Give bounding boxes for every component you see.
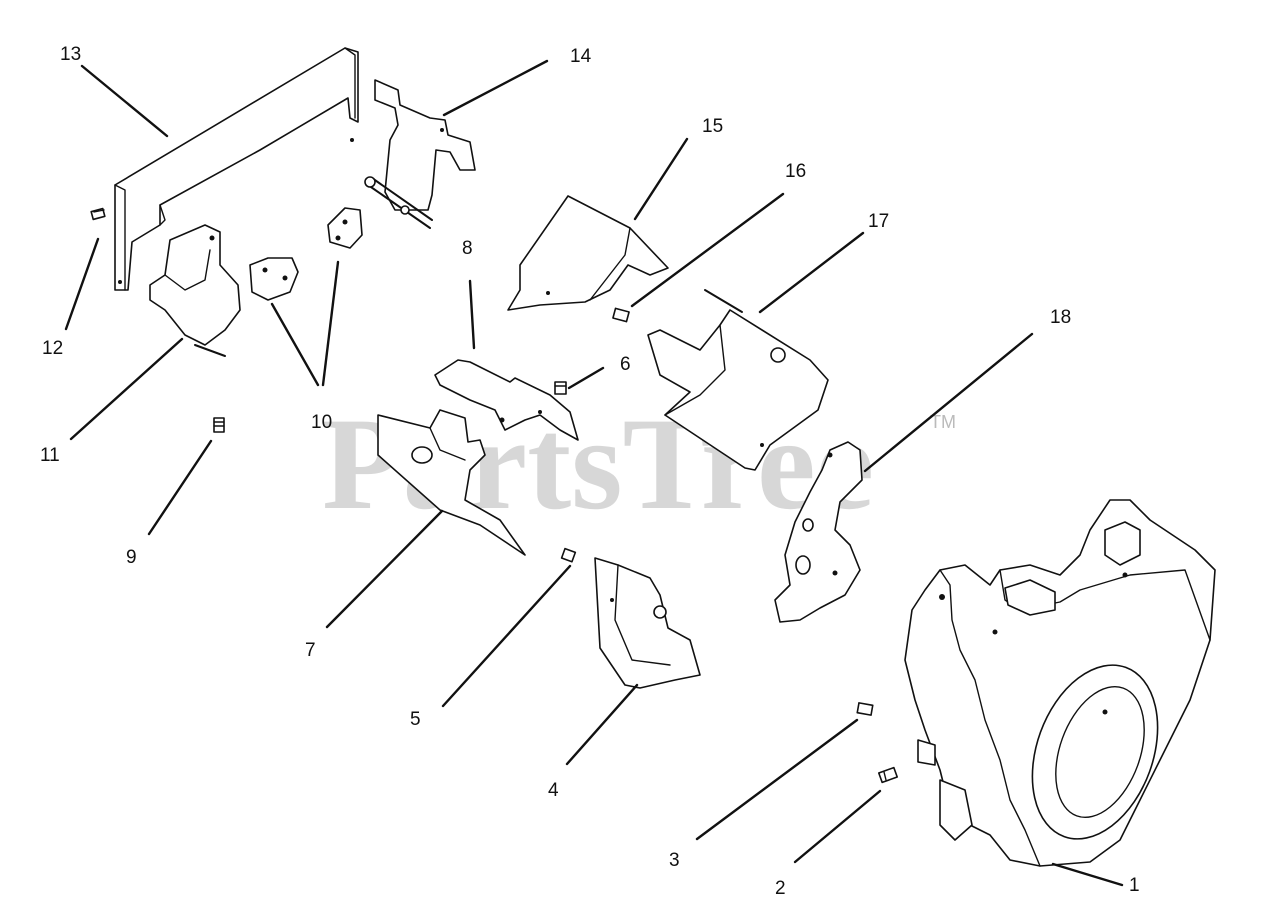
part-2-screw[interactable] xyxy=(877,766,899,784)
part-12-screw[interactable] xyxy=(90,207,106,221)
part-1-blower-housing[interactable] xyxy=(904,499,1216,867)
callout-11: 11 xyxy=(40,445,60,466)
callout-15: 15 xyxy=(702,116,723,137)
callout-3: 3 xyxy=(669,850,680,871)
part-16-screw[interactable] xyxy=(612,307,630,323)
callout-8: 8 xyxy=(462,238,473,259)
leader-lines xyxy=(64,59,1124,887)
callout-4: 4 xyxy=(548,780,559,801)
callout-1: 1 xyxy=(1129,875,1140,896)
trademark-symbol: TM xyxy=(930,412,956,432)
callout-7: 7 xyxy=(305,640,316,661)
part-11-bracket[interactable] xyxy=(149,224,241,357)
part-15-shroud[interactable] xyxy=(507,195,669,311)
part-3-screw[interactable] xyxy=(856,702,874,716)
callout-2: 2 xyxy=(775,878,786,899)
callout-5: 5 xyxy=(410,709,421,730)
callout-10: 10 xyxy=(311,412,332,433)
part-6-screw[interactable] xyxy=(554,381,567,395)
part-5-screw[interactable] xyxy=(560,547,577,563)
part-10-plate-left[interactable] xyxy=(249,257,299,301)
callout-labels: 13 14 15 16 17 18 8 6 12 11 10 9 7 5 4 3… xyxy=(40,44,1140,899)
callout-12: 12 xyxy=(42,338,63,359)
part-7-baffle[interactable] xyxy=(377,409,526,556)
part-10-plate-right[interactable] xyxy=(327,207,363,249)
callout-18: 18 xyxy=(1050,307,1071,328)
callout-16: 16 xyxy=(785,161,806,182)
callout-6: 6 xyxy=(620,354,631,375)
callout-17: 17 xyxy=(868,211,889,232)
part-17-housing[interactable] xyxy=(647,289,829,471)
part-9-screw[interactable] xyxy=(213,417,225,433)
callout-14: 14 xyxy=(570,46,592,67)
part-4-bracket[interactable] xyxy=(594,557,701,689)
part-8-deflector[interactable] xyxy=(434,359,579,441)
part-18-bracket[interactable] xyxy=(774,441,863,623)
callout-13: 13 xyxy=(60,44,81,65)
part-14-bracket[interactable] xyxy=(364,79,476,229)
part-13-shroud-bracket[interactable] xyxy=(114,47,359,291)
callout-9: 9 xyxy=(126,547,137,568)
